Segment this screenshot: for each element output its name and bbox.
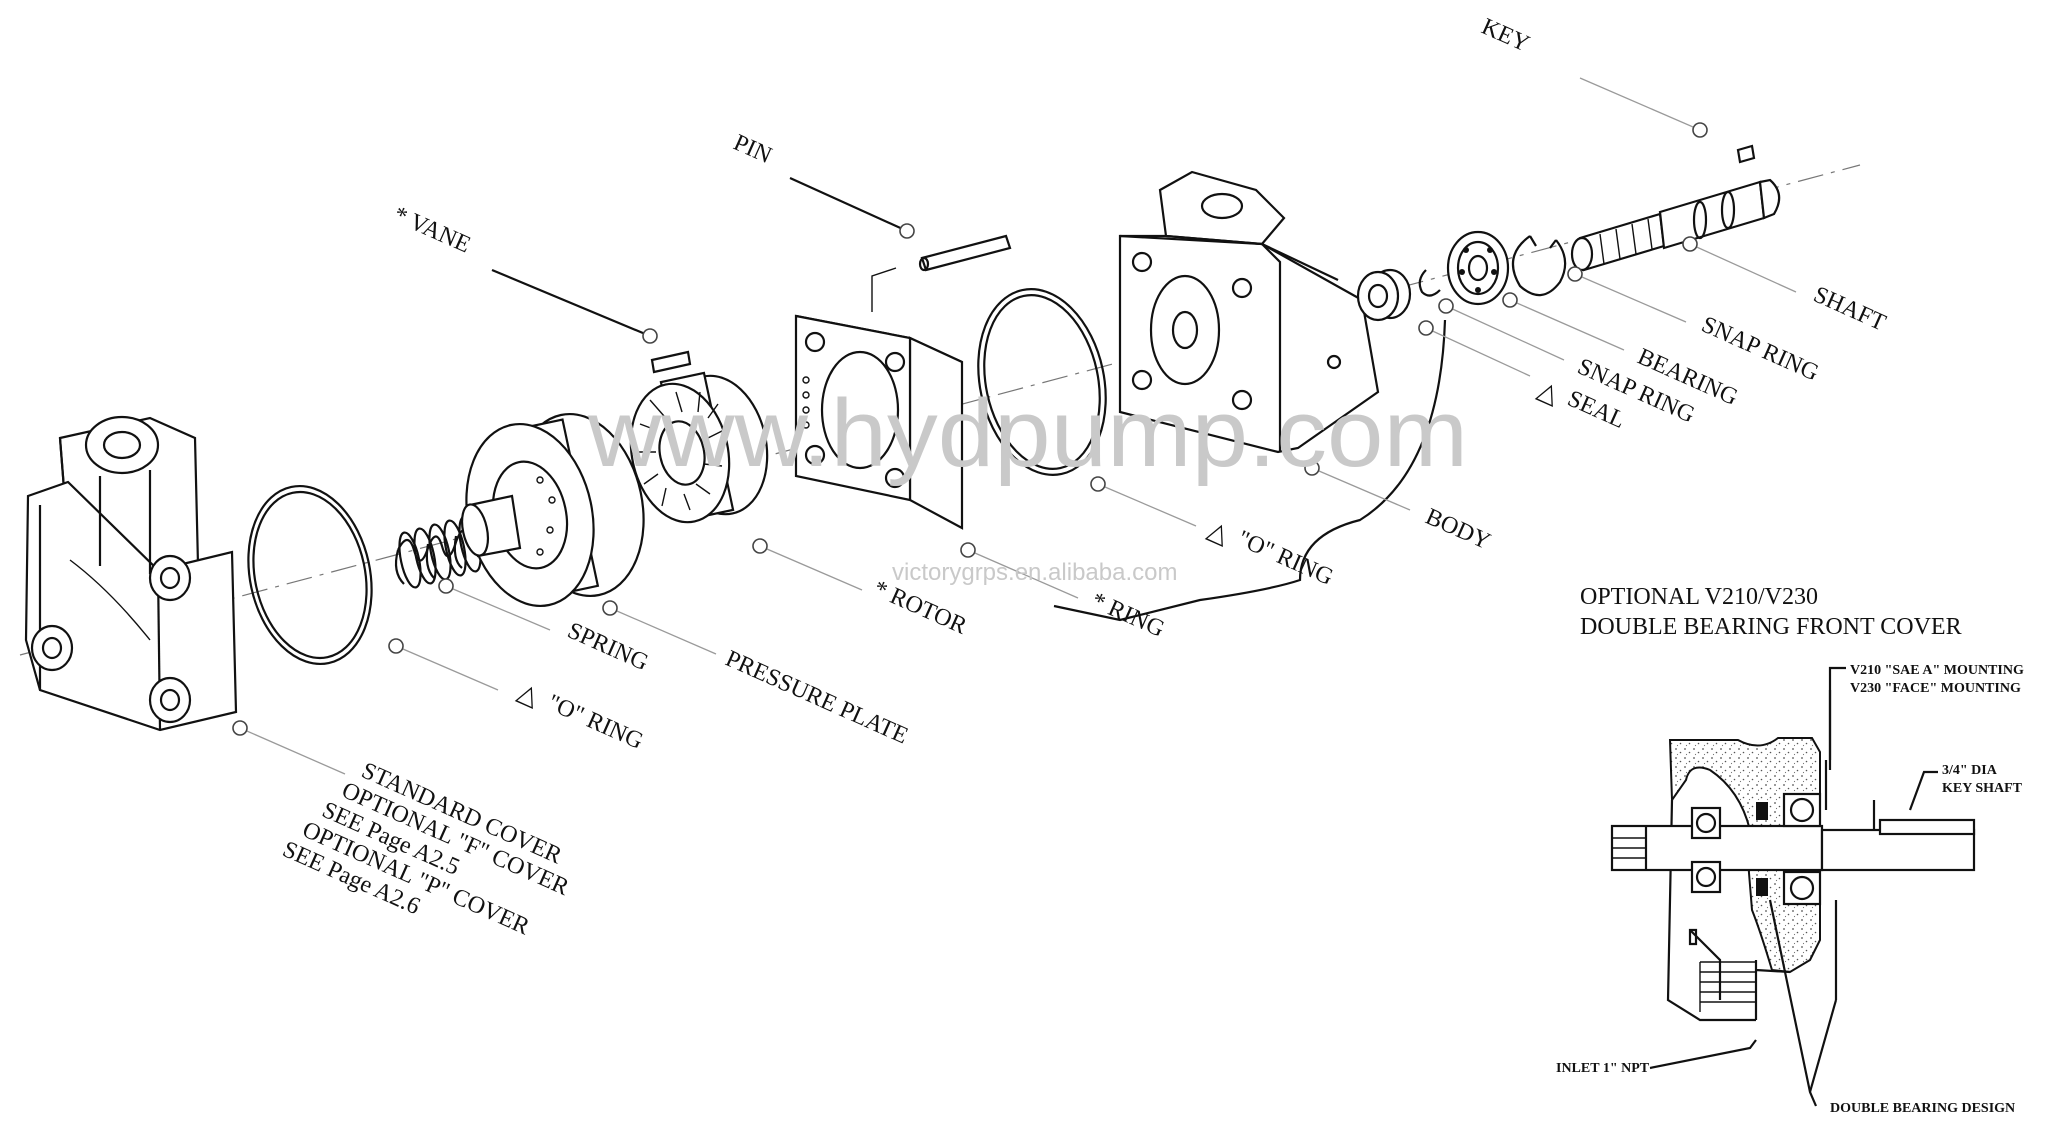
watermark-main: www.hydpump.com [587, 380, 1468, 487]
detail-key-shaft-2: KEY SHAFT [1942, 781, 2023, 796]
label-key: KEY [1478, 14, 1534, 58]
label-shaft: SHAFT [1810, 282, 1890, 337]
optional-bracket [1053, 319, 1447, 622]
body [1118, 170, 1380, 454]
snap-ring-outer [1511, 235, 1567, 297]
label-ring: * RING [1088, 588, 1169, 643]
label-spring: SPRING [564, 618, 653, 676]
o-ring-cover [247, 484, 373, 666]
bearing [1446, 230, 1510, 306]
detail-key-shaft-1: 3/4" DIA [1942, 763, 1998, 778]
shaft [1570, 178, 1781, 272]
key [1736, 144, 1756, 164]
pressure-plate [460, 412, 645, 608]
label-o-ring-body: "O" RING [1234, 526, 1337, 591]
vane [650, 350, 692, 374]
leader-lines [232, 77, 1797, 775]
standard-cover [24, 415, 238, 732]
cam-ring [794, 267, 964, 530]
seal [1356, 268, 1412, 322]
optional-note-line-1: OPTIONAL V210/V230 [1580, 584, 1818, 610]
triangle-o-ring-cover: △ [514, 677, 544, 712]
watermark-sub: victorygrps.en.alibaba.com [892, 559, 1177, 586]
label-body: BODY [1422, 504, 1495, 555]
cover-note: STANDARD COVER OPTIONAL "F" COVER SEE Pa… [279, 758, 573, 941]
double-bearing-section [1610, 690, 1976, 1022]
label-o-ring-cover: "O" RING [544, 690, 647, 755]
detail-double-bearing: DOUBLE BEARING DESIGN [1830, 1101, 2015, 1116]
label-pin: PIN [730, 130, 776, 169]
snap-ring-inner [1418, 269, 1441, 297]
o-ring-body [977, 288, 1107, 476]
spring [394, 515, 512, 589]
label-vane: * VANE [390, 202, 475, 259]
label-pressure-plate: PRESSURE PLATE [722, 646, 912, 750]
triangle-o-ring-body: △ [1204, 515, 1234, 550]
center-axis [19, 164, 1861, 656]
triangle-seal: △ [1534, 375, 1564, 410]
pin [918, 234, 1012, 272]
rotor [629, 371, 769, 524]
detail-inlet: INLET 1" NPT [1556, 1061, 1650, 1076]
optional-note-line-2: DOUBLE BEARING FRONT COVER [1580, 614, 1962, 640]
detail-mounting-2: V230 "FACE" MOUNTING [1850, 681, 2021, 696]
detail-mounting-1: V210 "SAE A" MOUNTING [1850, 663, 2024, 678]
detail-leaders [1649, 666, 1938, 1107]
